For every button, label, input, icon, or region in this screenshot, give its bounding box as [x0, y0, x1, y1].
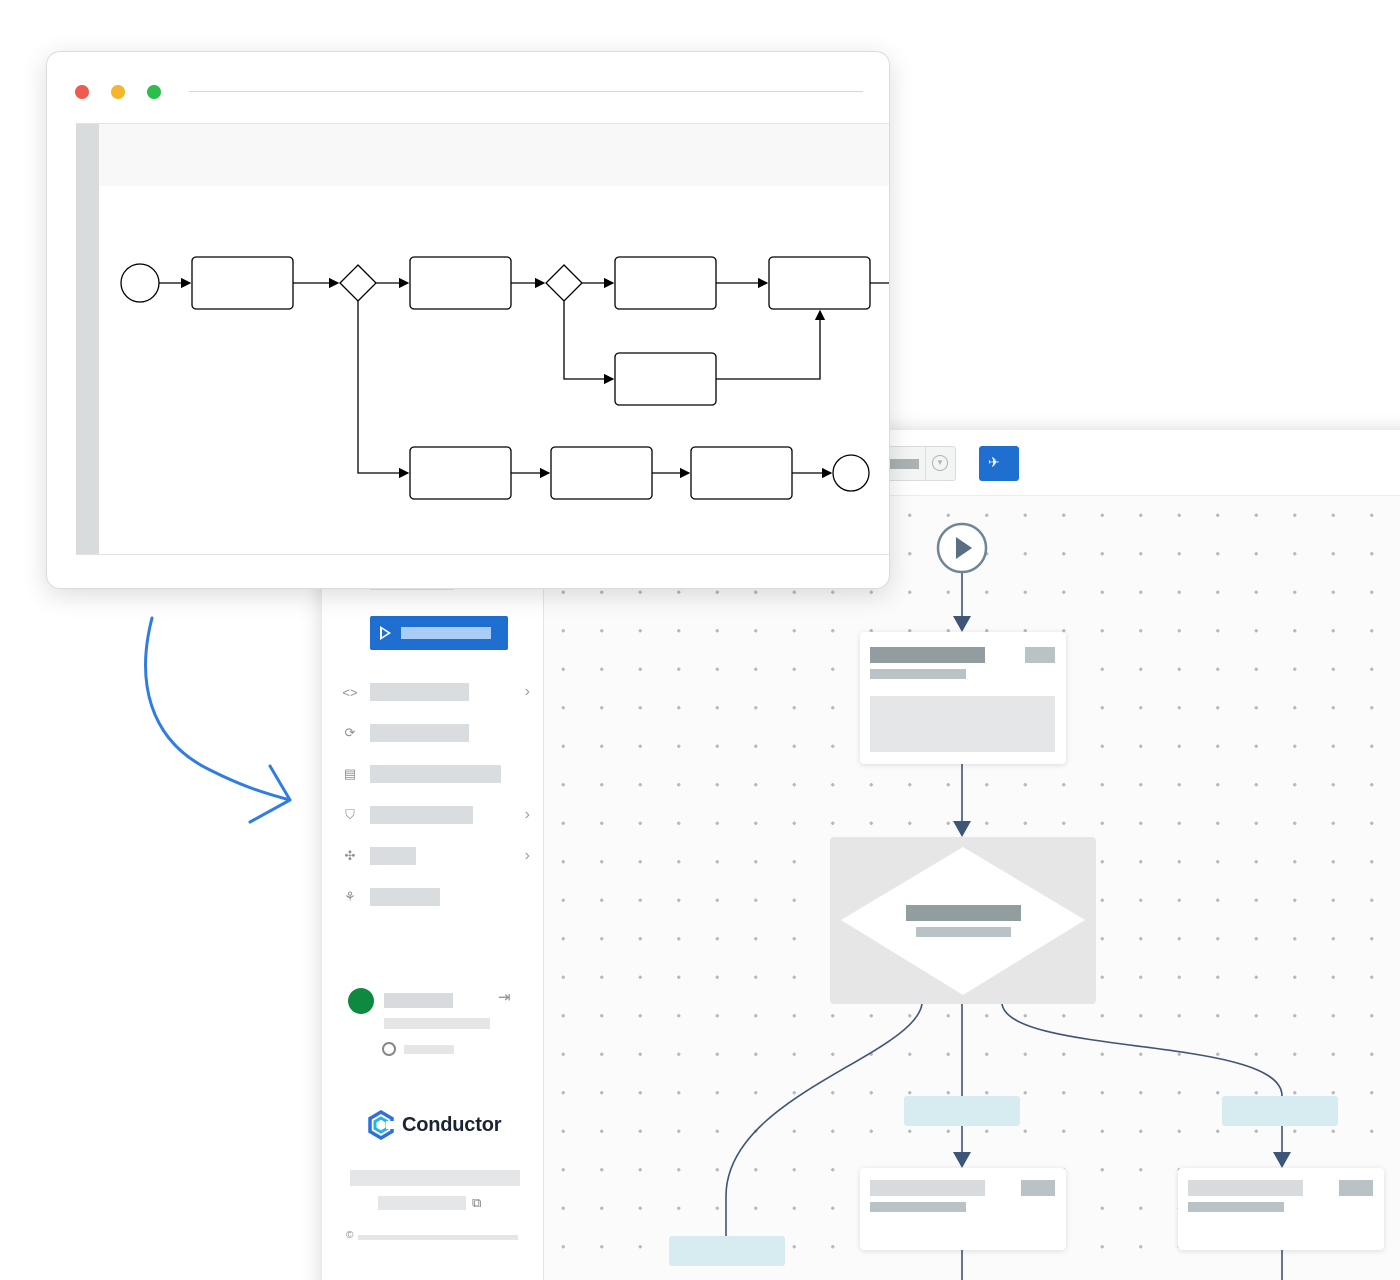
bpmn-viewport [76, 123, 889, 555]
workflow-edges [725, 522, 1291, 1280]
task-ref-placeholder [1188, 1202, 1284, 1212]
code-icon: <> [342, 684, 358, 700]
start-event [120, 263, 160, 303]
user-status-avatar[interactable] [348, 988, 374, 1014]
copyright-placeholder [358, 1235, 518, 1240]
grid-list-icon: ▤ [343, 766, 357, 781]
footer-id-placeholder [378, 1196, 466, 1210]
sidebar-item-executions[interactable]: ⟳ [340, 723, 530, 743]
diamond-shape [841, 847, 1085, 995]
chevron-right-icon: › [524, 847, 530, 864]
task-body-placeholder [870, 696, 1055, 752]
workflow-canvas[interactable] [544, 496, 1400, 1280]
task-node[interactable] [860, 1168, 1066, 1250]
task-box [690, 446, 793, 500]
hand-drawn-arrow [144, 616, 292, 824]
close-window-dot[interactable] [75, 85, 89, 99]
conductor-logo-mark [368, 1110, 396, 1140]
cluster-icon: ✣ [344, 848, 356, 863]
task-ref-placeholder [870, 1202, 966, 1212]
switch-title-placeholder [906, 905, 1021, 921]
copy-icon[interactable]: ⧉ [472, 1195, 482, 1210]
gateway [339, 264, 377, 302]
gateway [545, 264, 583, 302]
webhook-icon: ⚘ [344, 889, 356, 904]
task-title-placeholder [1188, 1180, 1303, 1196]
sidebar-item-queues[interactable]: ▤ [340, 764, 530, 784]
sidebar-item-webhooks[interactable]: ⚘ [340, 887, 530, 907]
sidebar-item-label [370, 806, 473, 824]
rocket-icon: ✈ [988, 454, 1000, 470]
task-ref-placeholder [870, 669, 966, 679]
task-box [614, 256, 717, 310]
globe-icon[interactable] [382, 1042, 396, 1056]
publish-button[interactable]: ✈ [979, 446, 1019, 481]
task-node[interactable] [860, 632, 1066, 764]
task-box [191, 256, 294, 310]
task-type-placeholder [1339, 1180, 1373, 1196]
run-button-label-placeholder [401, 627, 491, 639]
bpmn-side-panel [76, 124, 99, 554]
task-box [614, 352, 717, 406]
case-label[interactable] [904, 1096, 1020, 1126]
version-placeholder [404, 1045, 454, 1054]
sidebar-item-label [370, 847, 416, 865]
address-bar-line [189, 91, 863, 92]
sidebar-item-label [370, 724, 469, 742]
task-box [768, 256, 871, 310]
sidebar-item-access[interactable]: ⛉ › [340, 805, 530, 825]
shield-icon: ⛉ [345, 807, 355, 822]
refresh-icon: ⟳ [344, 725, 356, 740]
footer-line-placeholder [350, 1170, 520, 1186]
run-workflow-button[interactable] [370, 616, 508, 650]
maximize-window-dot[interactable] [147, 85, 161, 99]
task-title-placeholder [870, 647, 985, 663]
task-title-placeholder [870, 1180, 985, 1196]
play-outline-icon [380, 626, 391, 640]
save-label [890, 459, 919, 469]
logout-icon[interactable]: ⇥ [498, 989, 511, 1006]
task-type-placeholder [1021, 1180, 1055, 1196]
switch-node[interactable] [830, 837, 1096, 1004]
sidebar-item-label [370, 888, 440, 906]
conductor-logo[interactable]: Conductor [366, 1110, 501, 1140]
minimize-window-dot[interactable] [111, 85, 125, 99]
chevron-right-icon: › [524, 806, 530, 823]
task-box [550, 446, 653, 500]
user-name-placeholder [384, 993, 453, 1008]
sidebar-item-definitions[interactable]: <> › [340, 682, 530, 702]
case-label[interactable] [1222, 1096, 1338, 1126]
chevron-right-icon: › [524, 683, 530, 700]
sidebar-item-integrations[interactable]: ✣ › [340, 846, 530, 866]
task-box [409, 256, 512, 310]
bpmn-header-area [99, 124, 889, 186]
chevron-down-icon[interactable]: ▾ [932, 455, 948, 471]
default-case-label[interactable] [669, 1236, 785, 1266]
switch-ref-placeholder [916, 927, 1011, 937]
task-type-placeholder [1025, 647, 1055, 663]
bpmn-diagram [120, 256, 889, 500]
save-divider [925, 447, 926, 480]
sidebar-item-label [370, 765, 501, 783]
task-node[interactable] [1178, 1168, 1384, 1250]
brand-name: Conductor [402, 1113, 502, 1136]
copyright-symbol: © [346, 1230, 354, 1241]
play-icon [956, 537, 972, 559]
task-box [409, 446, 512, 500]
sidebar-item-label [370, 683, 469, 701]
bpmn-browser-window [46, 51, 890, 589]
user-email-placeholder [384, 1018, 490, 1029]
end-event [832, 454, 870, 492]
